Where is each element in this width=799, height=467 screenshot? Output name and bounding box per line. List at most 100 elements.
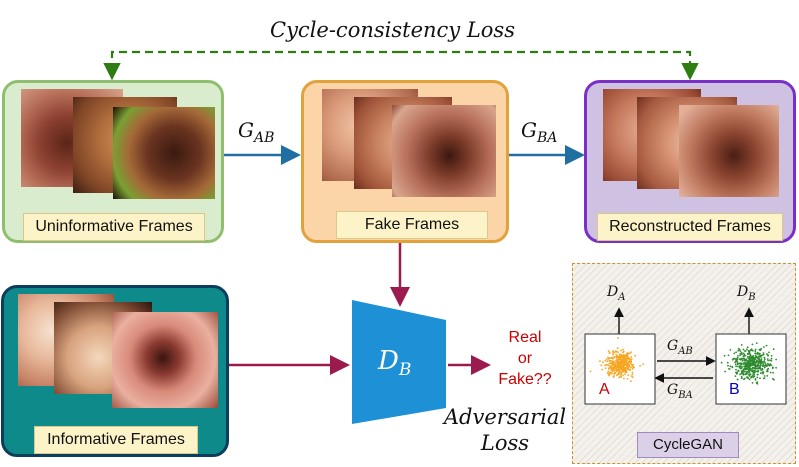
scatter-point [630,366,632,369]
scatter-point [775,366,777,369]
scatter-point [625,354,628,357]
scatter-point [619,355,621,358]
scatter-point [601,368,604,371]
scatter-point [607,356,609,359]
scatter-point [739,373,741,376]
scatter-point [604,364,607,367]
scatter-point [759,349,762,352]
scatter-point [746,365,748,368]
discriminator-base: D [378,346,399,376]
scatter-point [608,359,611,362]
scatter-point [752,373,754,375]
inset-da-label: DA [607,284,625,303]
scatter-point [772,371,774,374]
scatter-point [743,378,745,381]
scatter-point [616,361,618,364]
output-line-1: Real [508,329,542,346]
scatter-point [749,355,752,357]
scatter-point [612,366,614,369]
scatter-point [723,354,726,357]
scatter-point [765,344,768,347]
scatter-point [751,375,754,377]
inset-da-sub: A [618,291,626,303]
scatter-point [617,357,620,359]
generator-ba-sub: BA [536,130,558,146]
scatter-point [762,352,765,354]
scatter-point [748,352,750,354]
scatter-point [630,351,632,353]
scatter-point [726,361,729,364]
scatter-point [751,343,754,346]
scatter-point [752,364,755,366]
generator-ab-label: GAB [238,118,274,146]
scatter-point [754,378,757,380]
scatter-point [742,363,745,365]
scatter-point [737,369,740,372]
scatter-point [608,357,611,359]
cyclegan-connectors [584,307,787,405]
discriminator-label: DB [378,346,411,380]
scatter-point [748,369,750,372]
scatter-point [756,381,759,384]
adversarial-line-1: Adversarial [443,405,567,429]
scatter-point [739,354,741,357]
scatter-point [763,356,766,359]
scatter-point [764,363,767,365]
domain-a-label: A [599,381,610,398]
scatter-point [760,347,762,350]
scatter-point [615,370,618,373]
uninformative-frames-caption: Uninformative Frames [23,213,205,241]
scatter-point [625,370,628,372]
adversarial-loss-label: Adversarial Loss [440,404,570,456]
scatter-point [753,360,756,362]
scatter-point [624,368,626,370]
cyclegan-inset: DA DB GAB GBA A B CycleGAN [572,263,796,464]
scatter-point [619,364,621,367]
scatter-point [762,363,764,365]
scatter-point [740,362,743,365]
scatter-point [752,360,754,363]
scatter-point [769,359,771,362]
generator-ba-label: GBA [521,118,557,146]
scatter-point [775,358,777,361]
scatter-point [612,373,614,375]
scatter-point [747,377,749,380]
real-or-fake-output: Real or Fake?? [488,327,562,390]
scatter-point [752,376,755,379]
scatter-point [742,355,745,357]
scatter-point [613,351,616,354]
scatter-point [612,356,615,359]
fake-frames-panel: Fake Frames [301,80,509,243]
scatter-point [761,368,764,371]
scatter-point [733,357,736,360]
scatter-point [617,351,619,354]
scatter-point [608,373,611,376]
scatter-point [612,352,614,355]
scatter-point [745,370,747,373]
scatter-point [622,348,624,351]
scatter-point [624,358,626,361]
scatter-point [630,358,633,361]
scatter-point [615,368,618,370]
scatter-point [754,356,757,359]
scatter-point [728,368,730,370]
scatter-point [740,364,742,366]
scatter-point [624,371,627,374]
scatter-point [608,351,611,354]
scatter-point [747,350,750,352]
scatter-point [742,373,745,376]
scatter-point [767,364,770,366]
scatter-point [744,373,746,376]
scatter-point [754,371,756,374]
scatter-point [733,352,736,355]
scatter-point [756,365,759,368]
scatter-point [769,363,772,365]
scatter-point [754,348,757,351]
scatter-point [741,360,744,362]
scatter-point [752,366,754,369]
scatter-point [759,366,761,368]
scatter-point [741,377,743,380]
scatter-point [602,361,604,364]
inset-gba-sub: BA [678,389,693,401]
